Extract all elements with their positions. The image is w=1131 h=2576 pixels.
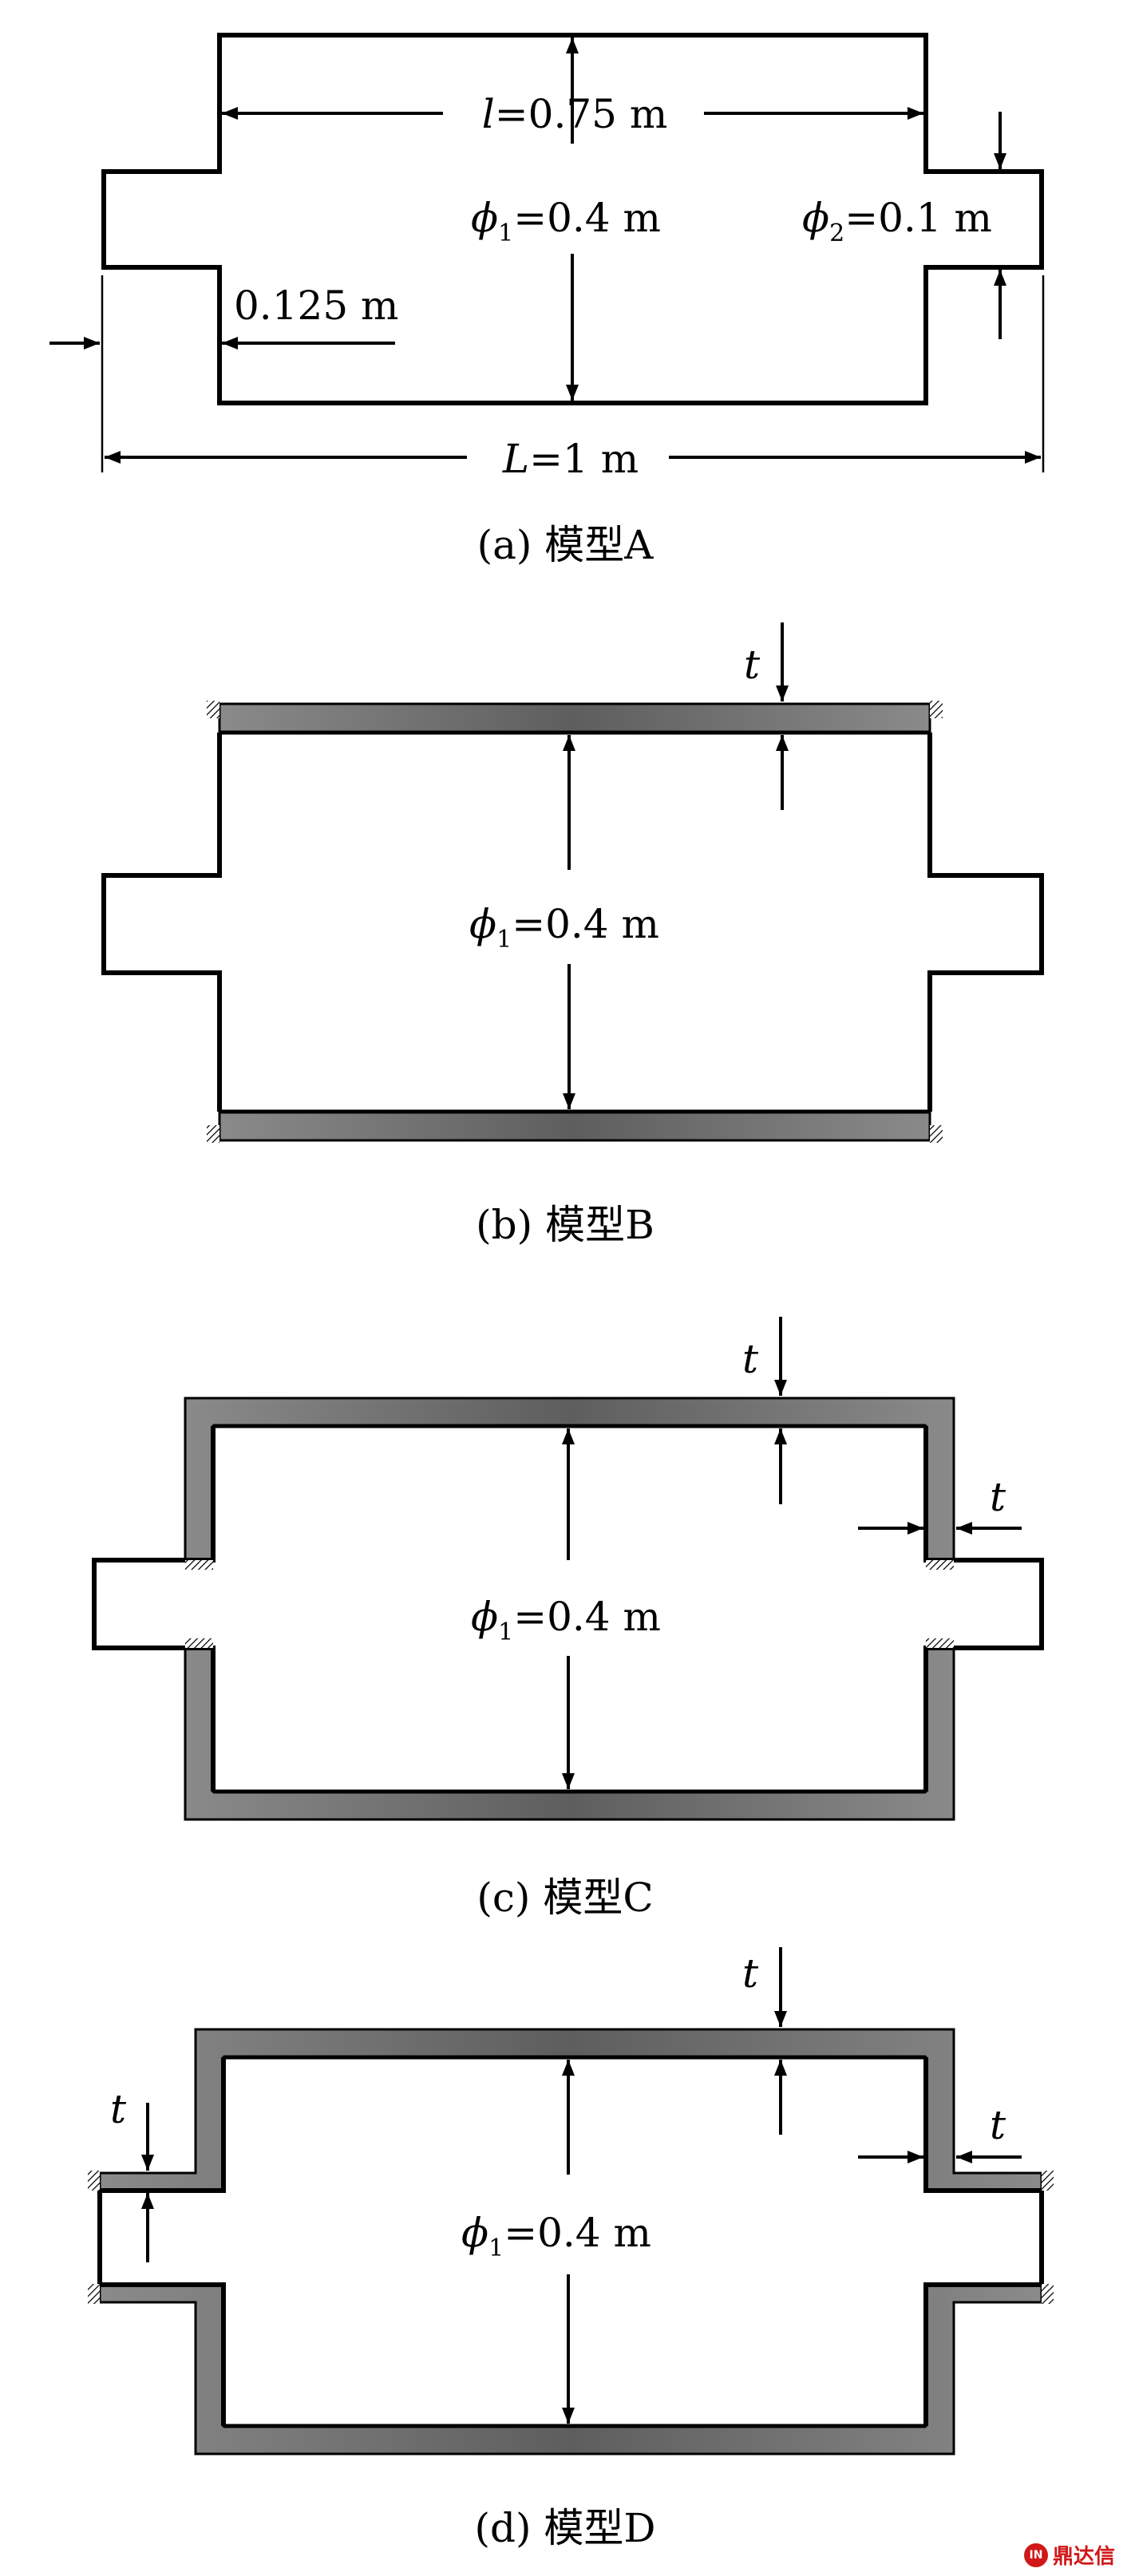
hatch-b-tr [930,701,943,718]
hatch-b-tl [207,701,219,718]
thickness-label-b: t [744,642,761,688]
panel-d: t t t ϕ1=0.4 m (d) 模型D [88,1947,1054,2551]
hatch-d-r1 [1042,2171,1054,2191]
muffler-outline-b-right [927,733,1044,1112]
phi1-label-b: ϕ1=0.4 m [469,901,659,954]
caption-b: (b) 模型B [476,1202,654,1248]
neck-length-label: 0.125 m [234,282,398,329]
hatch-c-l1 [185,1560,213,1570]
wall-top-b [218,702,931,734]
thickness-label-d-top: t [742,1950,759,1997]
muffler-outline-c-right [923,1426,1044,1792]
hatch-c-r2 [926,1638,954,1648]
phi1-label-c: ϕ1=0.4 m [471,1594,661,1646]
hatch-d-r2 [1042,2284,1054,2304]
thickness-label-d-left: t [110,2086,127,2132]
watermark-badge: IN 鼎达信 [1023,2540,1115,2570]
hatch-d-l1 [88,2171,100,2191]
hatch-d-l2 [88,2284,100,2304]
thickness-label-c-side: t [990,1474,1006,1520]
muffler-outline-c-left [92,1426,216,1792]
caption-d: (d) 模型D [474,2505,655,2551]
wall-d-bottom [98,2283,1043,2455]
total-length-label: L=1 m [502,436,639,482]
muffler-outline-d-left [97,2057,226,2426]
panel-b: t ϕ1=0.4 m (b) 模型B [101,622,1044,1248]
inner-length-label: l=0.75 m [482,91,668,137]
phi1-label-a: ϕ1=0.4 m [471,195,661,247]
hatch-b-bl [207,1125,219,1143]
caption-a: (a) 模型A [477,522,654,568]
muffler-outline-a [101,33,1044,405]
phi2-label: ϕ2=0.1 m [802,195,992,247]
watermark-brand: 鼎达信 [1052,2545,1115,2569]
wall-bottom-b [218,1110,931,1142]
muffler-outline-b [101,733,222,1112]
panel-a: l=0.75 m ϕ1=0.4 m ϕ2=0.1 m 0.125 m L=1 m… [49,33,1045,568]
hatch-c-r1 [926,1560,954,1570]
thickness-label-d-side: t [990,2102,1006,2148]
caption-c: (c) 模型C [477,1875,653,1921]
watermark-logo-icon: IN [1023,2542,1048,2567]
panel-c: t t ϕ1=0.4 m (c) 模型C [92,1317,1044,1921]
muffler-outline-d-right [923,2057,1044,2426]
hatch-c-l2 [185,1638,213,1648]
hatch-b-br [930,1125,943,1143]
wall-d-top [98,2028,1043,2192]
thickness-label-c-top: t [742,1336,759,1382]
phi1-label-d: ϕ1=0.4 m [461,2210,651,2262]
